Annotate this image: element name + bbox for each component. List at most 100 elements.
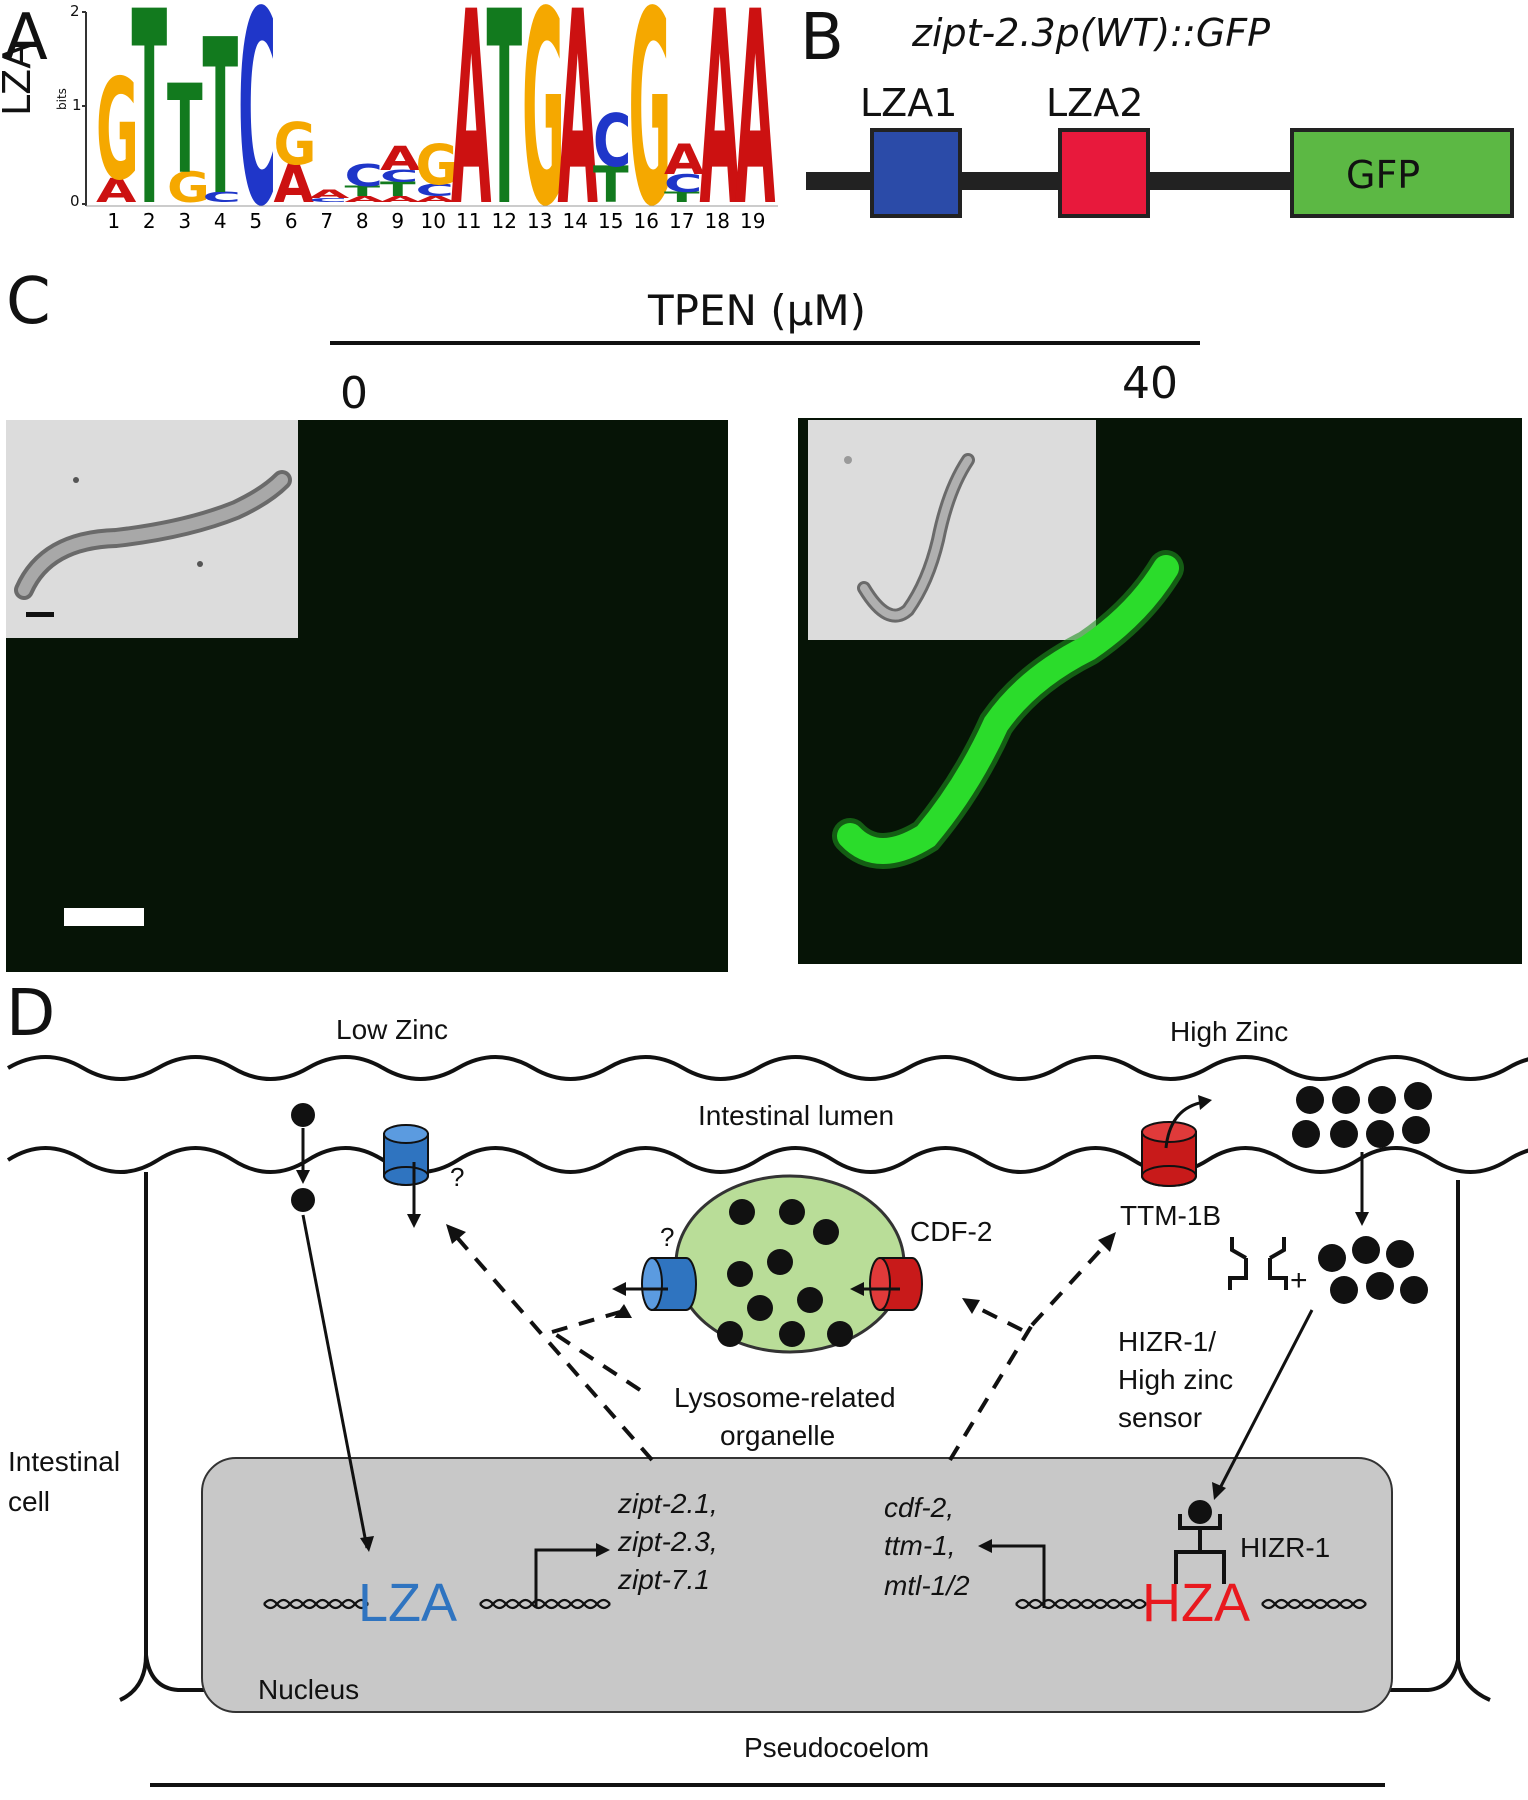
high-zinc-gene-2: ttm-1, xyxy=(884,1530,956,1561)
logo-position-label: 6 xyxy=(285,209,298,233)
logo-position-label: 15 xyxy=(598,209,623,233)
dna-strands xyxy=(263,1598,1367,1610)
dna-helix xyxy=(1015,1598,1147,1610)
logo-position-label: 8 xyxy=(356,209,369,233)
logo-position-label: 7 xyxy=(320,209,333,233)
logo-letter: A xyxy=(380,194,420,204)
panel-label-b: B xyxy=(800,1,844,75)
hza-element-label: HZA xyxy=(1142,1573,1250,1633)
cdf2-label: CDF-2 xyxy=(910,1216,993,1247)
logo-letter: C xyxy=(309,197,347,203)
dose-40-label: 40 xyxy=(1122,358,1178,409)
logo-letter: T xyxy=(203,0,239,243)
logo-position-label: 9 xyxy=(391,209,404,233)
logo-position-label: 4 xyxy=(214,209,227,233)
logo-position-label: 16 xyxy=(634,209,659,233)
panel-label-d: D xyxy=(6,977,56,1051)
gfp-reporter-box xyxy=(1290,128,1514,218)
lza1-label: LZA1 xyxy=(860,81,958,125)
zinc-ion xyxy=(1296,1086,1324,1114)
lumen-label: Intestinal lumen xyxy=(698,1100,895,1131)
apical-membrane-inner xyxy=(6,1146,1528,1174)
sensor-label-3: sensor xyxy=(1118,1402,1203,1433)
logo-letter: G xyxy=(416,132,459,197)
zinc-ion xyxy=(813,1219,839,1245)
scale-bar xyxy=(64,908,144,926)
logo-position-label: 14 xyxy=(563,209,588,233)
zinc-ion xyxy=(747,1295,773,1321)
dash-high-to-cdf2 xyxy=(969,1302,1023,1332)
logo-letter: C xyxy=(238,0,276,266)
zinc-ion xyxy=(1332,1086,1360,1114)
dash-high-up xyxy=(948,1323,1034,1462)
zinc-ion xyxy=(1292,1120,1320,1148)
lza2-element-box xyxy=(1058,128,1150,218)
high-zinc-cytoplasm-ions xyxy=(1318,1236,1428,1304)
zinc-ion xyxy=(717,1321,743,1347)
logo-position-label: 17 xyxy=(669,209,694,233)
hizr1-label: HIZR-1 xyxy=(1240,1532,1331,1563)
gfp-worm-tpen xyxy=(832,550,1184,869)
logo-tick-0: 0 xyxy=(70,192,80,210)
sensor-label-1: HIZR-1/ xyxy=(1118,1326,1216,1357)
zinc-ion xyxy=(767,1249,793,1275)
zinc-to-hizr1-arrow xyxy=(1216,1309,1314,1493)
nucleus-compartment xyxy=(201,1457,1393,1713)
zinc-ion xyxy=(1330,1276,1358,1304)
brightfield-inset-control xyxy=(6,420,298,638)
treatment-title: TPEN (μM) xyxy=(648,286,867,335)
logo-position-label: 3 xyxy=(178,209,191,233)
low-zinc-label: Low Zinc xyxy=(336,1014,449,1045)
plus-sign: + xyxy=(1290,1264,1308,1297)
zip-transporter-membrane xyxy=(383,1124,429,1186)
logo-position-label: 12 xyxy=(492,209,517,233)
organelle-label-2: organelle xyxy=(720,1420,836,1451)
logo-letter: A xyxy=(274,154,315,215)
brightfield-worm-control xyxy=(14,470,292,617)
logo-letter: T xyxy=(380,178,416,201)
logo-letter: G xyxy=(522,0,565,266)
unknown-transporter-label-1: ? xyxy=(450,1162,465,1192)
sensor-label-2: High zinc xyxy=(1118,1364,1234,1395)
logo-letter: G xyxy=(167,164,210,213)
logo-letter: C xyxy=(203,190,241,206)
zinc-ion xyxy=(779,1199,805,1225)
logo-letter: T xyxy=(132,0,168,266)
hizr1-sensor-glyph xyxy=(1228,1237,1288,1290)
logo-letter: A xyxy=(345,194,385,204)
logo-letter: A xyxy=(558,0,598,266)
low-zinc-gene-3: zipt-7.1 xyxy=(618,1564,710,1595)
logo-letter: A xyxy=(380,140,421,179)
logo-letter: C xyxy=(416,181,454,200)
zinc-ion xyxy=(1404,1082,1432,1110)
dna-helix xyxy=(479,1598,611,1610)
brightfield-inset-tpen xyxy=(808,420,1096,640)
logo-letter: C xyxy=(664,169,702,198)
logo-letter: C xyxy=(380,167,418,186)
logo-letter: A xyxy=(451,0,491,266)
zinc-ion xyxy=(727,1261,753,1287)
fluorescence-image-tpen xyxy=(798,418,1522,964)
cell-label-1: Intestinal xyxy=(8,1446,121,1477)
logo-position-label: 10 xyxy=(421,209,446,233)
apical-membrane-outer xyxy=(6,1055,1528,1081)
logo-position-label: 18 xyxy=(705,209,730,233)
logo-position-label: 5 xyxy=(249,209,262,233)
zinc-ion xyxy=(1352,1236,1380,1264)
organelle-efflux-transporter xyxy=(641,1257,697,1311)
construct-title: zipt-2.3p(WT)::GFP xyxy=(912,11,1271,55)
logo-tick-2: 2 xyxy=(70,2,80,20)
zinc-ion xyxy=(1366,1272,1394,1300)
zinc-ion xyxy=(1402,1116,1430,1144)
zinc-ion xyxy=(797,1287,823,1313)
dna-helix xyxy=(263,1598,369,1610)
lza-transcription-arrow xyxy=(534,1548,600,1608)
cell-basal-membrane xyxy=(144,1180,1460,1692)
logo-letter: T xyxy=(593,157,629,215)
hizr1-bound-glyph xyxy=(1174,1500,1226,1584)
low-zinc-to-lza-arrow xyxy=(301,1214,369,1549)
logo-letter: G xyxy=(274,111,317,178)
logo-position-label: 1 xyxy=(107,209,120,233)
